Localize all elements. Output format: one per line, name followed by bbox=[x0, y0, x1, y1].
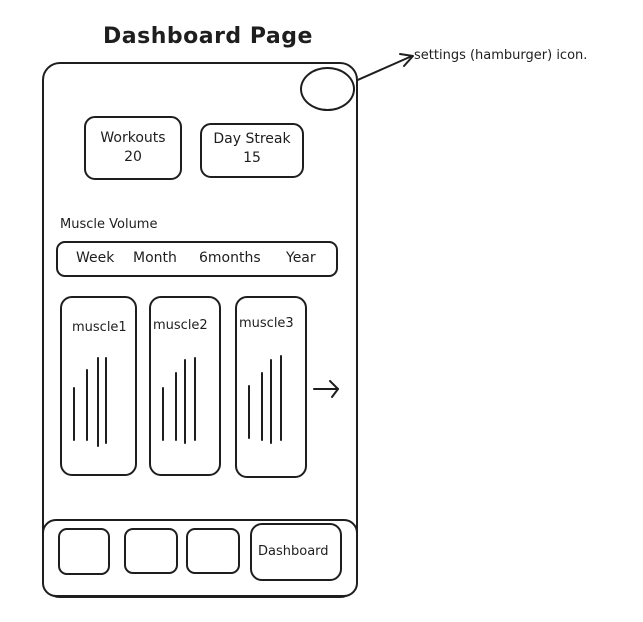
nav-button-2[interactable] bbox=[124, 528, 178, 574]
muscle-card-label: muscle2 bbox=[153, 318, 208, 333]
muscle-volume-bars bbox=[248, 355, 282, 444]
muscle-volume-bars bbox=[73, 357, 107, 447]
workouts-stat-value: 20 bbox=[124, 149, 142, 165]
arrow-right-icon[interactable] bbox=[312, 378, 342, 400]
range-week[interactable]: Week bbox=[76, 250, 115, 266]
day-streak-stat-label: Day Streak bbox=[213, 131, 291, 147]
muscle-card-label: muscle1 bbox=[72, 320, 127, 335]
page-title: Dashboard Page bbox=[103, 24, 313, 49]
range-selector bbox=[56, 241, 338, 277]
muscle-volume-heading: Muscle Volume bbox=[60, 217, 158, 232]
nav-dashboard-button[interactable]: Dashboard bbox=[250, 523, 342, 581]
day-streak-stat-card: Day Streak 15 bbox=[200, 123, 304, 178]
muscle-card[interactable]: muscle3 bbox=[235, 296, 307, 478]
workouts-stat-label: Workouts bbox=[100, 130, 166, 146]
day-streak-stat-value: 15 bbox=[243, 150, 261, 166]
muscle-volume-bars bbox=[162, 357, 196, 444]
settings-annotation: settings (hamburger) icon. bbox=[414, 48, 588, 63]
settings-button[interactable] bbox=[300, 67, 355, 111]
nav-button-1[interactable] bbox=[58, 528, 110, 575]
nav-button-3[interactable] bbox=[186, 528, 240, 574]
muscle-card-label: muscle3 bbox=[239, 316, 294, 331]
muscle-card[interactable]: muscle2 bbox=[149, 296, 221, 476]
range-6months[interactable]: 6months bbox=[199, 250, 261, 266]
workouts-stat-card: Workouts 20 bbox=[84, 116, 182, 180]
nav-dashboard-label: Dashboard bbox=[258, 544, 329, 559]
range-year[interactable]: Year bbox=[286, 250, 316, 266]
range-month[interactable]: Month bbox=[133, 250, 177, 266]
muscle-card[interactable]: muscle1 bbox=[60, 296, 137, 476]
